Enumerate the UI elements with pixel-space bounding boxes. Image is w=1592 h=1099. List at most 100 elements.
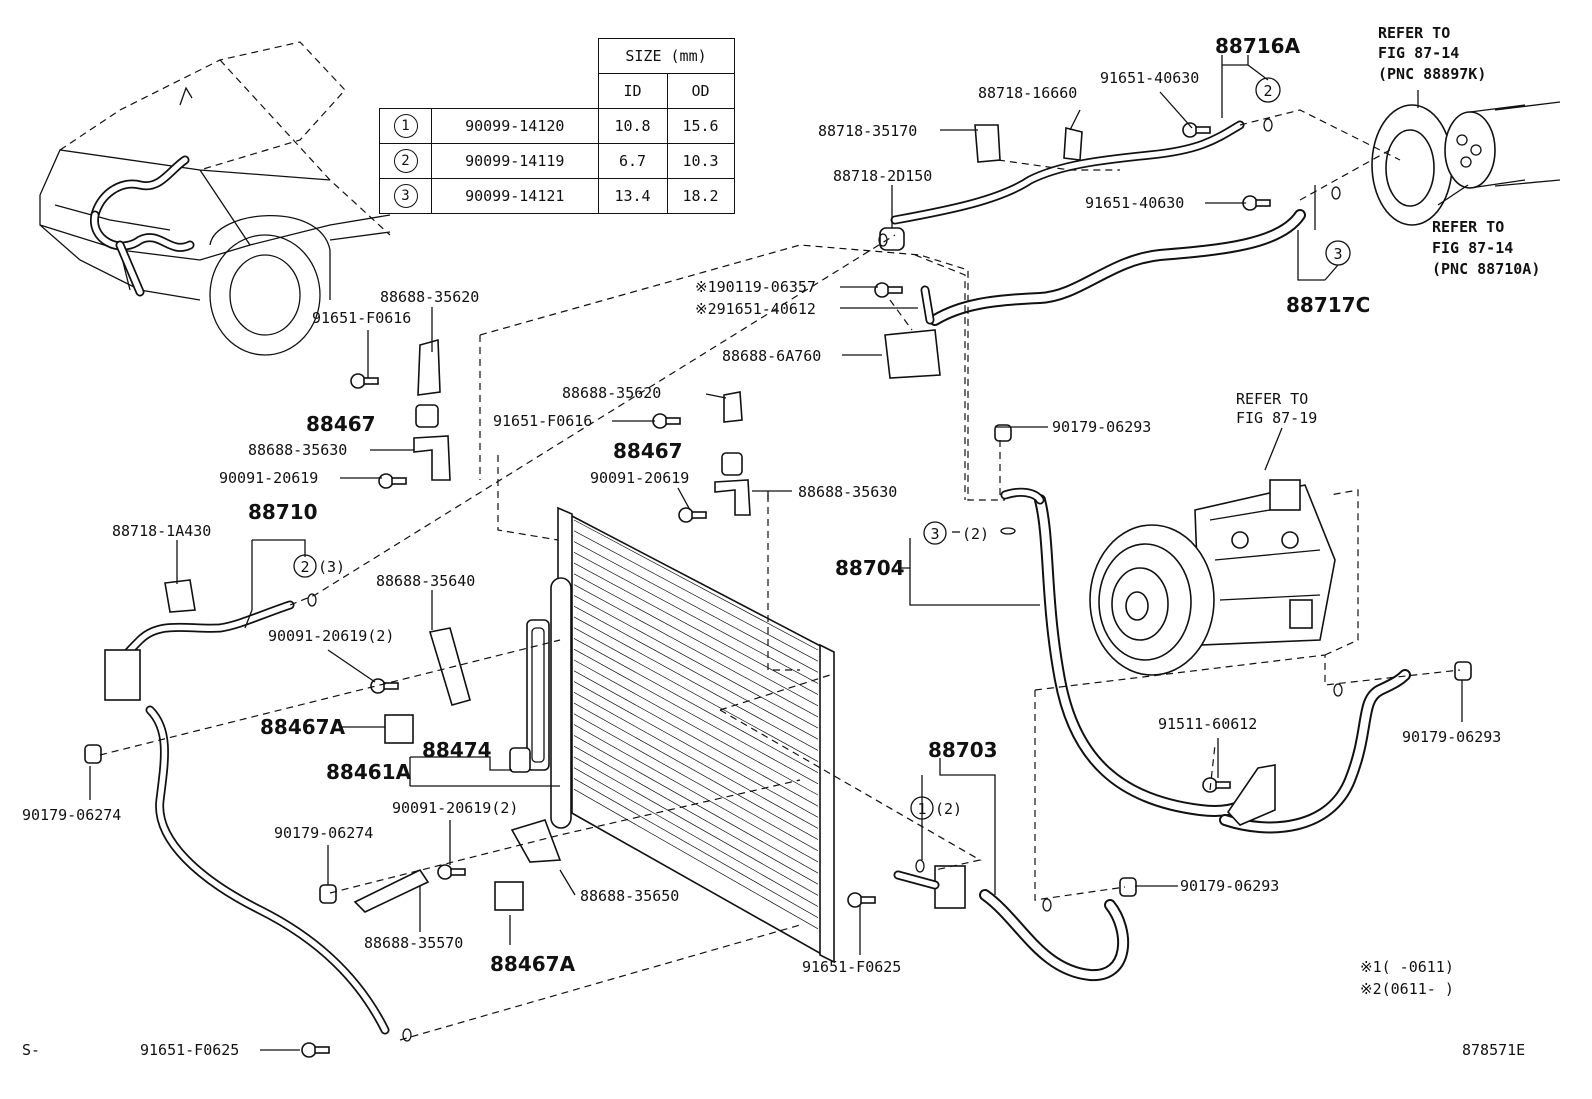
part-labels: 88716A 91651-40630 88718-16660 88718-351…: [22, 34, 1501, 1059]
condenser-fin-line: [573, 681, 819, 818]
label-88688-35620: 88688-35620: [380, 288, 479, 306]
label-88461A: 88461A: [326, 760, 412, 784]
bolt-head: [678, 507, 694, 523]
label-88718-2D150: 88718-2D150: [833, 167, 932, 185]
circled-mark: 1: [393, 114, 418, 138]
label-90179-06293: 90179-06293: [1052, 418, 1151, 436]
condenser-fin-line: [573, 605, 819, 740]
condenser-fin-line: [573, 551, 819, 684]
condenser-fin-line: [573, 638, 819, 773]
part-number-cell: 90099-14119: [431, 143, 599, 179]
label-90091-20619-2-b: 90091-20619(2): [392, 799, 518, 817]
label-88467-b: 88467: [613, 439, 683, 463]
label-88716A: 88716A: [1215, 34, 1301, 58]
condenser-fin-line: [573, 530, 819, 662]
condenser-fin-line: [573, 788, 819, 930]
bolt-head: [350, 373, 366, 389]
bolt-head: [301, 1042, 317, 1058]
label-88703: 88703: [928, 738, 998, 762]
id-cell: 6.7: [597, 143, 668, 179]
ref-line: (PNC 88710A): [1432, 260, 1540, 278]
condenser-fin-line: [573, 767, 819, 907]
figure-code: 878571E: [1462, 1041, 1525, 1059]
bolt-shank: [363, 377, 379, 385]
footnotes: ※1( -0611) ※2(0611- ) S- 878571E: [22, 958, 1525, 1059]
condenser-fin-line: [573, 595, 819, 729]
svg-text:2: 2: [300, 558, 309, 576]
label-88688-35620-b: 88688-35620: [562, 384, 661, 402]
label-88718-35170: 88718-35170: [818, 122, 917, 140]
label-qty-3: (3): [318, 558, 345, 576]
condenser-fin-line: [573, 756, 819, 896]
condenser-fin-line: [573, 670, 819, 807]
label-88467A: 88467A: [260, 715, 346, 739]
condenser-fin-line: [573, 648, 819, 785]
table-row: 1 90099-14120 10.8 15.6: [379, 108, 735, 144]
compressor: [1089, 479, 1336, 676]
label-91651-F0625: 91651-F0625: [802, 958, 901, 976]
od-cell: 10.3: [666, 143, 735, 179]
ref-line: REFER TO: [1236, 390, 1308, 408]
label-90179-06274: 90179-06274: [22, 806, 121, 824]
refrigerant-lines: [104, 120, 1411, 1035]
ref-line: FIG 87-14: [1378, 44, 1459, 62]
compressor-clutch-parts: [1371, 101, 1561, 226]
condenser: [526, 506, 835, 964]
condenser-fin-line: [573, 724, 819, 863]
bolt-shank: [1195, 126, 1211, 134]
bolt-head: [437, 864, 453, 880]
bolt-shank: [383, 682, 399, 690]
gasket-size-table: SIZE (mm) ID OD 1 90099-14120 10.8 15.6 …: [379, 38, 735, 214]
label-88688-35630-b: 88688-35630: [798, 483, 897, 501]
condenser-fin-line: [573, 702, 819, 840]
condenser-fin-line: [573, 573, 819, 707]
label-91651-F0616: 91651-F0616: [312, 309, 411, 327]
condenser-fin-line: [573, 627, 819, 762]
label-90119-06357: ※190119-06357: [695, 278, 816, 296]
label-88467A-b: 88467A: [490, 952, 576, 976]
condenser-fin-line: [573, 713, 819, 852]
label-88688-6A760: 88688-6A760: [722, 347, 821, 365]
condenser-fin-line: [573, 616, 819, 751]
bolt-shank: [887, 286, 903, 294]
label-91511-60612: 91511-60612: [1158, 715, 1257, 733]
label-90091-20619-b: 90091-20619: [590, 469, 689, 487]
ref-line: REFER TO: [1432, 218, 1504, 236]
condenser-fin-line: [573, 584, 819, 718]
label-90179-06274-b: 90179-06274: [274, 824, 373, 842]
condenser-fin-line: [573, 519, 819, 651]
bolt-head: [652, 413, 668, 429]
bolt-shank: [1215, 781, 1231, 789]
ref-line: REFER TO: [1378, 24, 1450, 42]
label-88474: 88474: [422, 738, 492, 762]
hardware-parts: [84, 122, 1472, 1058]
label-88688-35630: 88688-35630: [248, 441, 347, 459]
bolt-shank: [860, 896, 876, 904]
id-cell: 13.4: [597, 178, 668, 214]
label-91651-F0625-b: 91651-F0625: [140, 1041, 239, 1059]
label-88688-35650: 88688-35650: [580, 887, 679, 905]
bolt-head: [874, 282, 890, 298]
svg-text:3: 3: [930, 525, 939, 543]
condenser-fin-line: [573, 562, 819, 695]
condenser-fin-line: [573, 745, 819, 885]
corner-mark: S-: [22, 1041, 40, 1059]
bolt-head: [378, 473, 394, 489]
part-number-cell: 90099-14121: [431, 178, 599, 214]
bolt-shank: [450, 868, 466, 876]
condenser-fin-line: [573, 692, 819, 829]
label-qty-2-a: (2): [962, 525, 989, 543]
label-88467: 88467: [306, 412, 376, 436]
svg-text:2: 2: [1263, 82, 1272, 100]
label-91651-40630-b: 91651-40630: [1085, 194, 1184, 212]
condenser-fin-line: [573, 541, 819, 673]
label-88718-1A430: 88718-1A430: [112, 522, 211, 540]
bolt-shank: [314, 1046, 330, 1054]
label-90091-20619: 90091-20619: [219, 469, 318, 487]
condenser-fin-line: [573, 778, 819, 918]
circled-marks: 2 3 2 3 1: [293, 77, 1351, 820]
label-90179-06293-c: 90179-06293: [1402, 728, 1501, 746]
table-row: 2 90099-14119 6.7 10.3: [379, 143, 735, 179]
label-91651-40630: 91651-40630: [1100, 69, 1199, 87]
